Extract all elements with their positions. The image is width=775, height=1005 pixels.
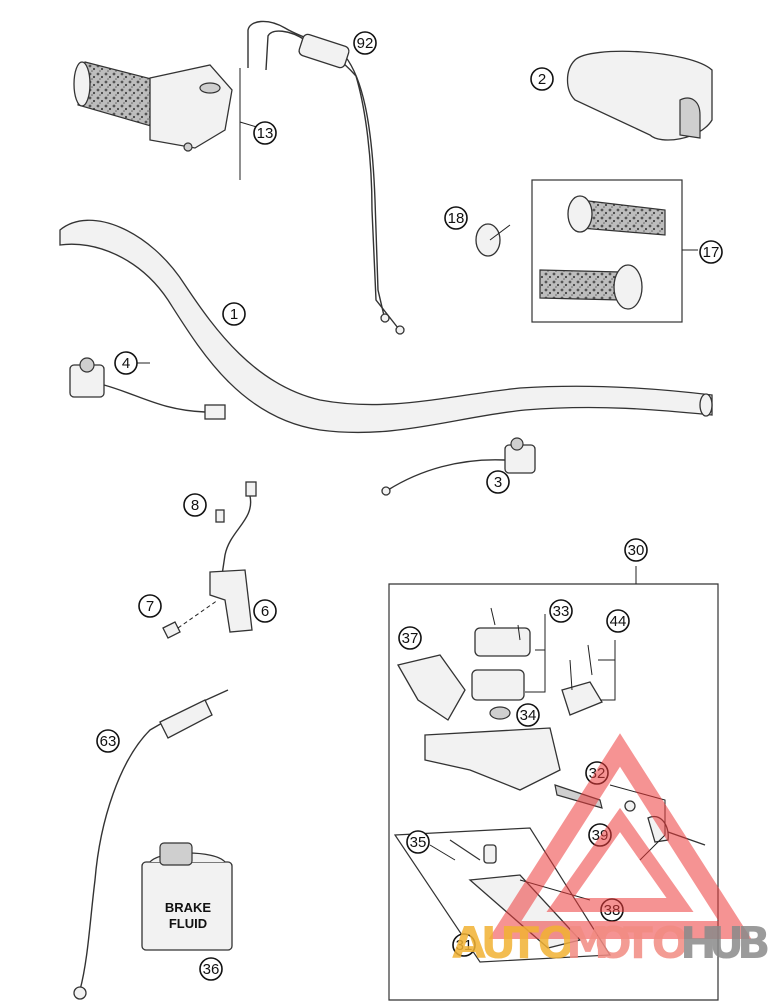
brake-hose bbox=[73, 689, 229, 1000]
callout-number: 1 bbox=[230, 306, 238, 323]
watermark-letter: H bbox=[680, 918, 717, 969]
callout-circle bbox=[516, 703, 540, 727]
callout-number: 31 bbox=[456, 937, 473, 954]
callout-number: 6 bbox=[261, 603, 269, 620]
bottle-label-line1: BRAKE bbox=[165, 900, 212, 915]
callout-7: 7 bbox=[138, 594, 162, 618]
cable-tie bbox=[475, 223, 511, 257]
watermark-letter: B bbox=[737, 918, 771, 969]
callout-number: 33 bbox=[553, 603, 570, 620]
callout-17: 17 bbox=[699, 240, 723, 264]
callout-circle bbox=[253, 599, 277, 623]
callout-circle bbox=[353, 31, 377, 55]
callout-number: 13 bbox=[257, 125, 274, 142]
callout-92: 92 bbox=[353, 31, 377, 55]
callout-number: 34 bbox=[520, 707, 537, 724]
callout-circle bbox=[549, 599, 573, 623]
watermark-letter: A bbox=[452, 918, 486, 969]
callout-circle bbox=[530, 67, 554, 91]
callout-number: 63 bbox=[100, 733, 117, 750]
throttle-cables bbox=[247, 20, 405, 335]
callout-circle bbox=[452, 933, 476, 957]
watermark-letter: O bbox=[538, 918, 575, 969]
callout-circle bbox=[96, 729, 120, 753]
callout-circle bbox=[253, 121, 277, 145]
callout-number: 3 bbox=[494, 474, 502, 491]
callout-number: 44 bbox=[610, 613, 627, 630]
callout-37: 37 bbox=[398, 626, 422, 650]
handlebar bbox=[59, 219, 713, 434]
callout-circle bbox=[486, 470, 510, 494]
callout-number: 2 bbox=[538, 71, 546, 88]
callout-circle bbox=[222, 302, 246, 326]
callout-circle bbox=[183, 493, 207, 517]
watermark-letter: M bbox=[566, 918, 610, 969]
watermark-letter: U bbox=[481, 918, 517, 969]
callout-63: 63 bbox=[96, 729, 120, 753]
callout-2: 2 bbox=[530, 67, 554, 91]
watermark-letter: T bbox=[623, 918, 653, 969]
callout-36: 36 bbox=[199, 957, 223, 981]
callout-33: 33 bbox=[549, 599, 573, 623]
callout-8: 8 bbox=[183, 493, 207, 517]
callout-number: 8 bbox=[191, 497, 199, 514]
callout-circle bbox=[624, 538, 648, 562]
callout-18: 18 bbox=[444, 206, 468, 230]
callout-1: 1 bbox=[222, 302, 246, 326]
callout-3: 3 bbox=[486, 470, 510, 494]
callout-number: 37 bbox=[402, 630, 419, 647]
callout-6: 6 bbox=[253, 599, 277, 623]
callout-13: 13 bbox=[253, 121, 277, 145]
grip-set bbox=[531, 179, 698, 323]
bottle-label-line2: FLUID bbox=[169, 916, 207, 931]
callout-number: 36 bbox=[203, 961, 220, 978]
screw bbox=[162, 599, 219, 639]
callout-circle bbox=[444, 206, 468, 230]
kill-switch bbox=[69, 357, 226, 420]
watermark-letter: U bbox=[709, 918, 745, 969]
callout-number: 18 bbox=[448, 210, 465, 227]
callout-circle bbox=[114, 351, 138, 375]
callout-circle bbox=[606, 609, 630, 633]
callout-34: 34 bbox=[516, 703, 540, 727]
callout-circle bbox=[699, 240, 723, 264]
callout-circle bbox=[138, 594, 162, 618]
right-switch bbox=[381, 437, 536, 496]
brake-fluid-bottle bbox=[141, 842, 233, 951]
callout-number: 17 bbox=[703, 244, 720, 261]
callout-number: 4 bbox=[122, 355, 130, 372]
throttle-grip-assembly bbox=[73, 61, 261, 180]
callout-number: 30 bbox=[628, 542, 645, 559]
callout-circle bbox=[398, 626, 422, 650]
callout-number: 92 bbox=[357, 35, 374, 52]
callout-31: 31 bbox=[452, 933, 476, 957]
callout-35: 35 bbox=[406, 830, 430, 854]
callout-number: 35 bbox=[410, 834, 427, 851]
mode-switch bbox=[209, 569, 253, 633]
watermark-letter: O bbox=[652, 918, 689, 969]
callout-30: 30 bbox=[624, 538, 648, 562]
callout-circle bbox=[406, 830, 430, 854]
wiring-connector bbox=[215, 481, 257, 576]
callout-4: 4 bbox=[114, 351, 138, 375]
callout-circle bbox=[199, 957, 223, 981]
callout-44: 44 bbox=[606, 609, 630, 633]
callout-number: 7 bbox=[146, 598, 154, 615]
watermark-letter: T bbox=[509, 918, 539, 969]
watermark-letter: O bbox=[595, 918, 632, 969]
handlebar-pad bbox=[566, 50, 713, 141]
watermark-logo bbox=[488, 733, 752, 939]
